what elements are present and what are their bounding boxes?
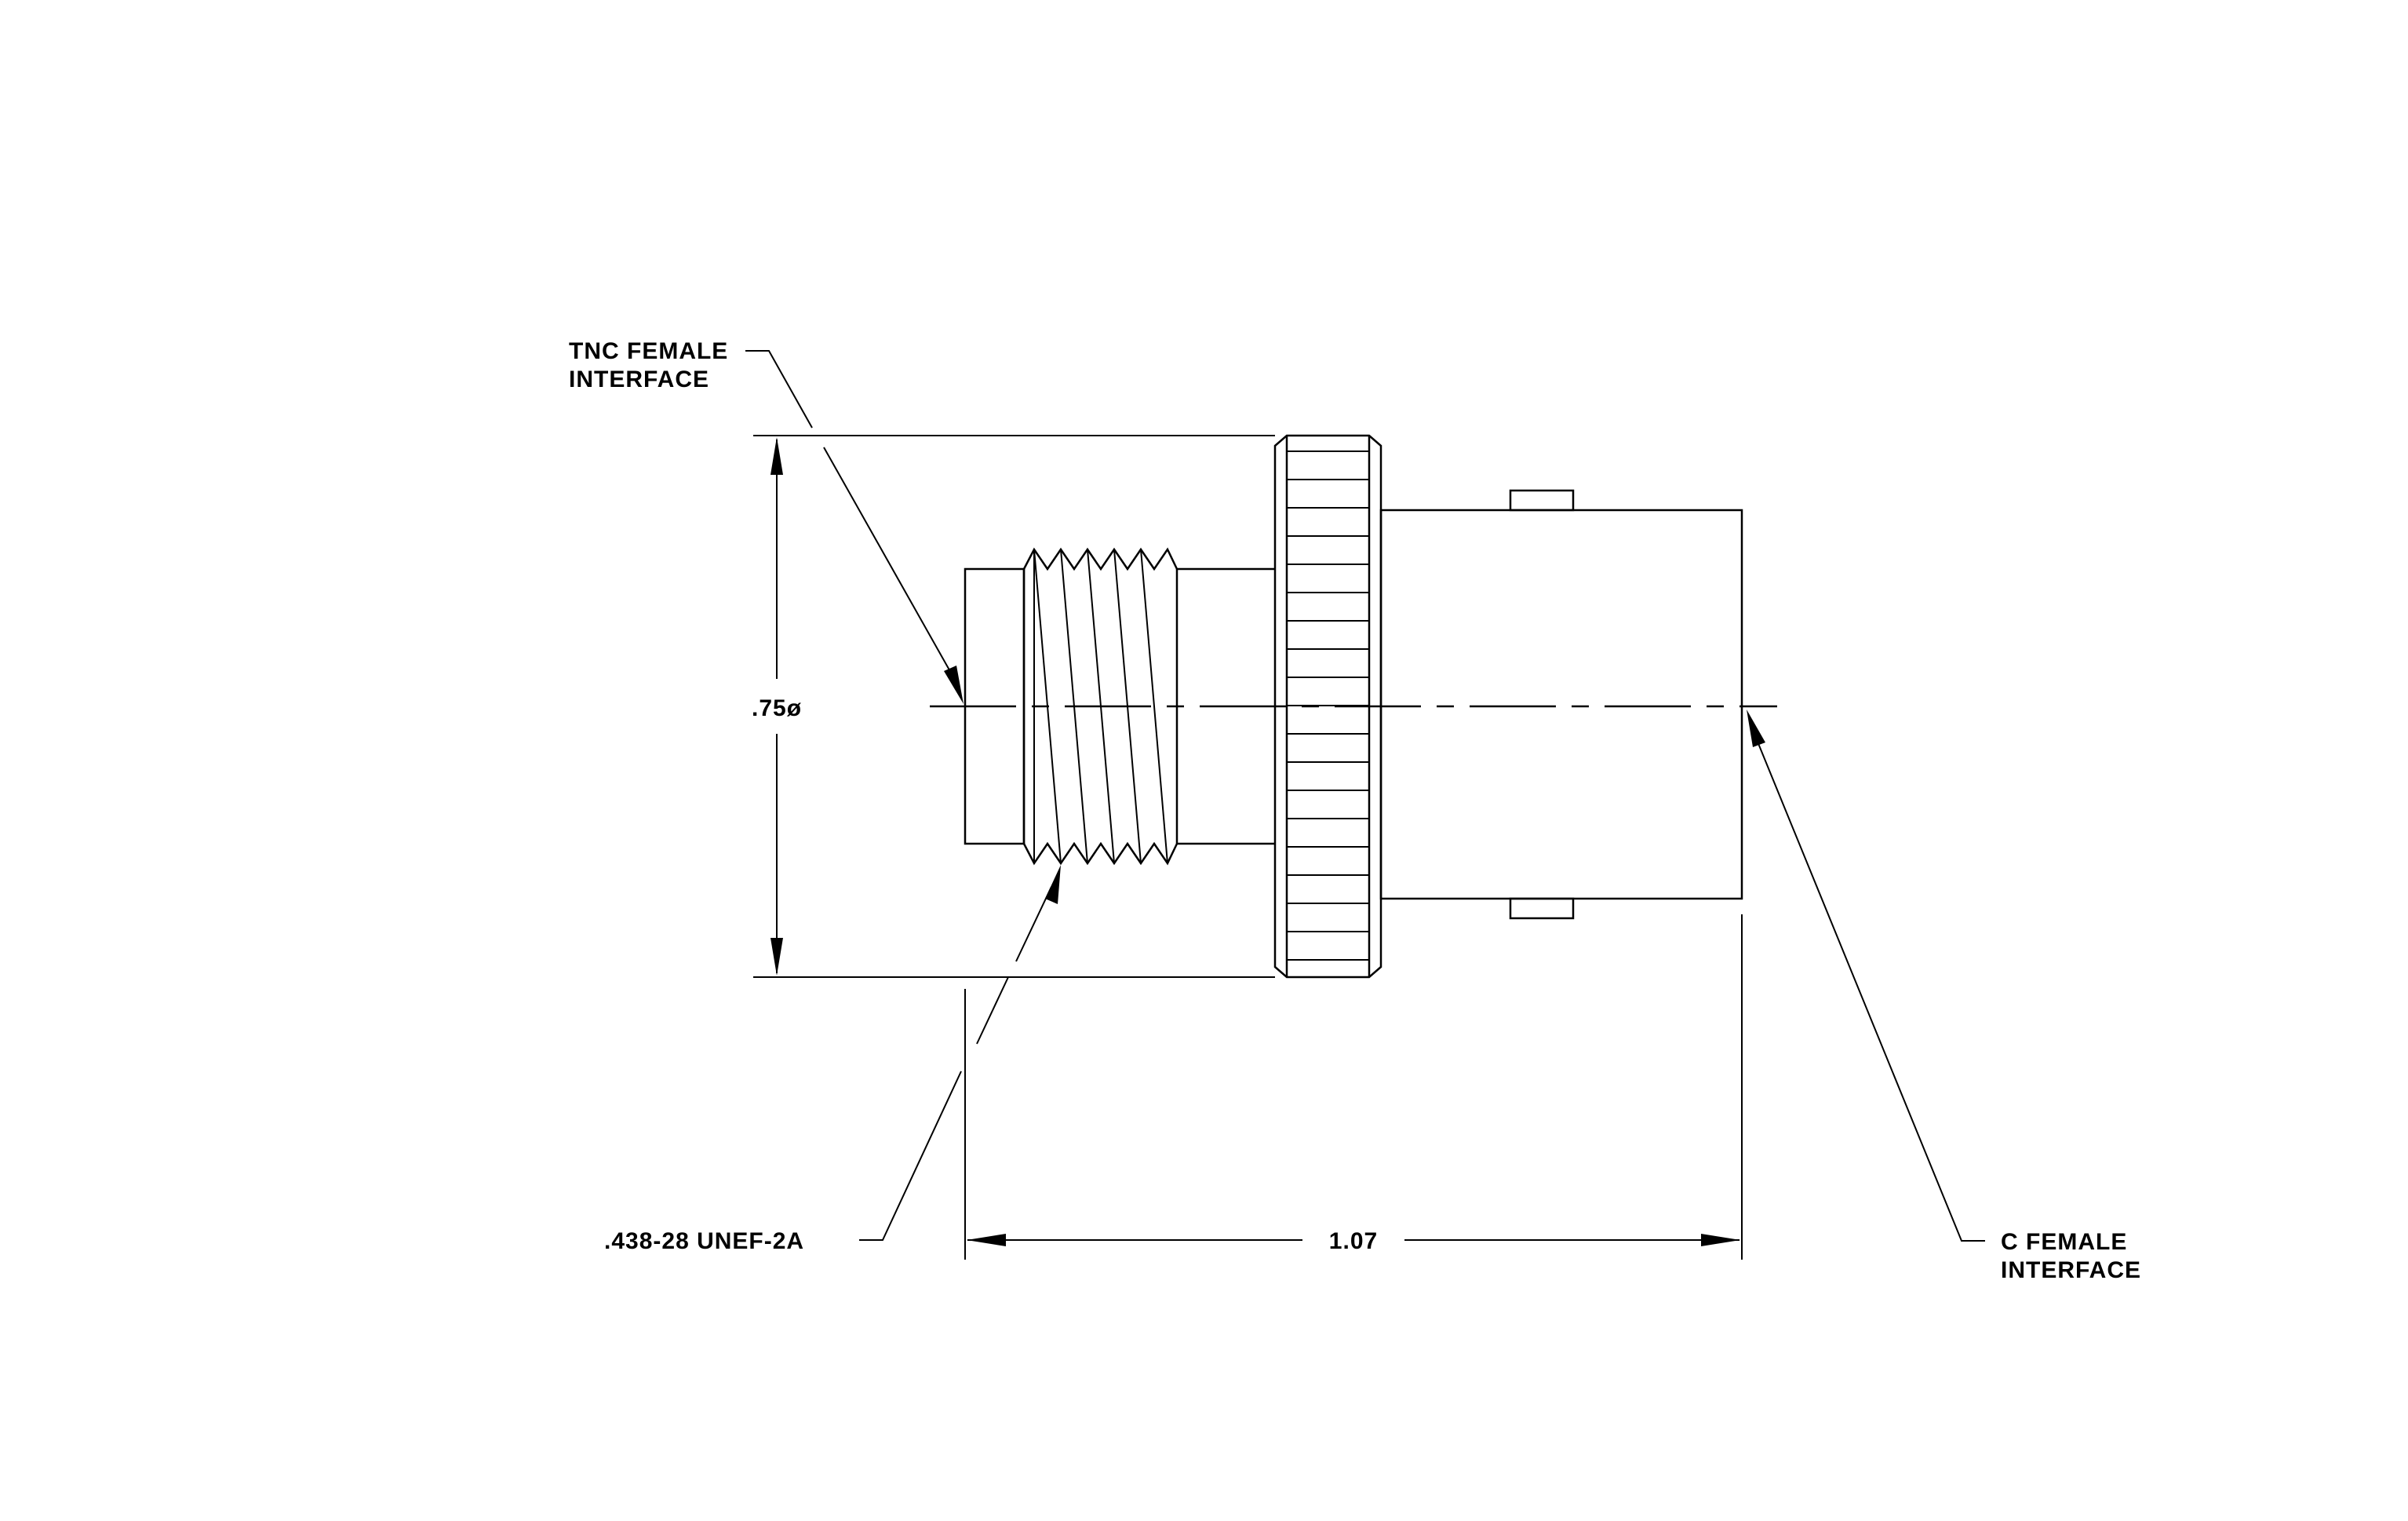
c-interface-label-line1: C FEMALE	[2001, 1229, 2127, 1255]
bayonet-stud-top	[1509, 489, 1575, 512]
c-interface-callout: C FEMALE INTERFACE	[1747, 709, 2141, 1283]
tnc-interface-callout: TNC FEMALE INTERFACE	[569, 338, 964, 704]
knurled-coupling-nut	[1273, 434, 1383, 979]
bayonet-stud-bottom	[1509, 897, 1575, 920]
length-label: 1.07	[1329, 1228, 1378, 1254]
length-dimension: 1.07	[964, 914, 1743, 1260]
c-interface-body	[1379, 509, 1743, 900]
diameter-label: .75ø	[752, 695, 802, 721]
thread-spec-callout: .438-28 UNEF-2A	[604, 865, 1061, 1254]
tnc-interface-label-line1: TNC FEMALE	[569, 338, 728, 364]
thread-spec-label: .438-28 UNEF-2A	[604, 1228, 804, 1254]
connector-body	[964, 434, 1743, 979]
tnc-interface-label-line2: INTERFACE	[569, 367, 709, 392]
c-interface-label-line2: INTERFACE	[2001, 1257, 2141, 1283]
diameter-dimension: .75ø	[752, 435, 1275, 978]
threaded-section	[1022, 547, 1178, 866]
